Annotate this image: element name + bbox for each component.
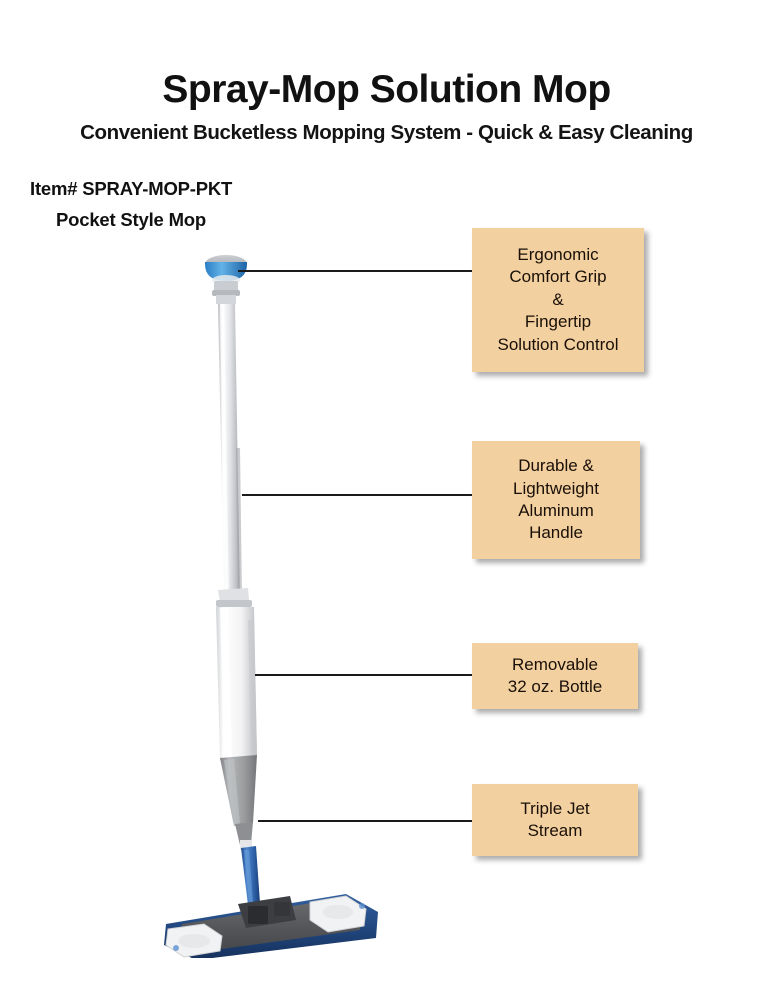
page-title: Spray-Mop Solution Mop bbox=[162, 68, 611, 111]
callout-line: Ergonomic bbox=[517, 244, 599, 264]
item-number-label: Item# SPRAY-MOP-PKT bbox=[30, 178, 233, 199]
callout-line: Aluminum bbox=[518, 501, 594, 520]
sprayer-part bbox=[220, 755, 257, 850]
leader-line-grip bbox=[238, 270, 474, 272]
ergonomic-comfort-grip-callout: Ergonomic Comfort Grip & Fingertip Solut… bbox=[472, 228, 644, 372]
product-image bbox=[150, 248, 400, 958]
leader-line-handle bbox=[242, 494, 474, 496]
callout-line: Removable bbox=[512, 654, 598, 674]
callout-line: & bbox=[552, 289, 564, 309]
item-style-label: Pocket Style Mop bbox=[56, 209, 206, 230]
mop-neck-part bbox=[241, 846, 260, 905]
callout-line: Lightweight bbox=[512, 478, 599, 498]
bottle-cap-part bbox=[216, 588, 252, 607]
page-subtitle: Convenient Bucketless Mopping System - Q… bbox=[80, 121, 693, 144]
callout-line: Fingertip bbox=[524, 312, 592, 332]
callout-line: Solution Control bbox=[497, 334, 619, 354]
leader-line-jet bbox=[258, 820, 474, 822]
bottle-part bbox=[216, 607, 257, 760]
callout-line: 32 oz. Bottle bbox=[507, 677, 603, 696]
handle-shaft-part bbox=[218, 304, 242, 598]
callout-line: Triple Jet bbox=[520, 798, 590, 818]
aluminum-handle-callout: Durable & Lightweight Aluminum Handle bbox=[472, 441, 640, 559]
leader-line-bottle bbox=[255, 674, 474, 676]
callout-line: Stream bbox=[527, 821, 583, 840]
callout-line: Durable & bbox=[518, 456, 594, 476]
mop-head-part bbox=[164, 894, 378, 958]
grip-knob-part bbox=[205, 255, 247, 304]
callout-line: Handle bbox=[529, 523, 583, 543]
removable-bottle-callout: Removable 32 oz. Bottle bbox=[472, 643, 638, 709]
callout-line: Comfort Grip bbox=[509, 267, 607, 287]
triple-jet-stream-callout: Triple Jet Stream bbox=[472, 784, 638, 856]
